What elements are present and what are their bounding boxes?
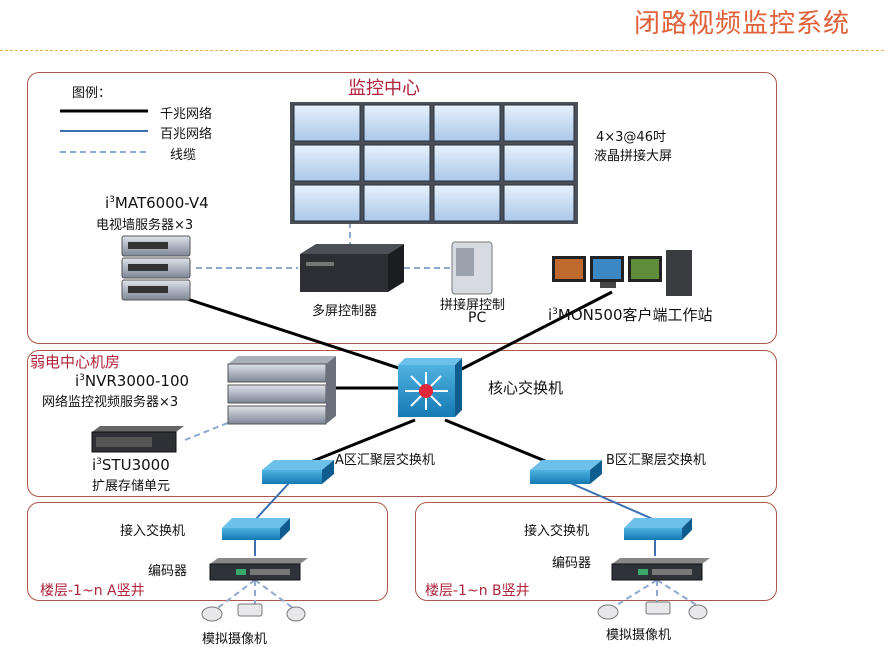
legend-label-100m: 百兆网络 [160,127,213,142]
camera-b-label: 模拟摄像机 [606,628,672,643]
link-agg-b-to-access [567,481,656,521]
cable-encoder-b-cam1 [611,579,658,609]
mon-label: i3MON500客户端工作站 [548,304,713,325]
title-divider [0,50,884,51]
splice-pc-label-2: PC [468,310,487,326]
nvr-rest: NVR3000-100 [84,372,190,390]
mon-sup: 3 [552,307,558,317]
mon-rest: MON500客户端工作站 [557,306,713,324]
zone-label-floor-a: 楼层-1~n A竖井 [40,583,145,599]
access-switch-a-icon [222,518,290,540]
agg-a-label: A区汇聚层交换机 [335,453,435,468]
zone-weak-room [27,350,777,497]
mat-model-rest: MAT6000-V4 [114,194,209,212]
legend-heading: 图例： [72,86,112,101]
access-b-label: 接入交换机 [524,524,590,539]
cable-encoder-a-cam3 [254,579,294,609]
stu-storage-icon [91,426,184,453]
stu-model-label: i3STU3000 [92,456,170,474]
splice-pc-label-1: 拼接屏控制 [440,298,506,313]
zone-label-weak-room: 弱电中心机房 [30,353,121,371]
mat-model-sup: 3 [109,195,115,205]
camera-group-a-icon [201,603,306,622]
link-mon-to-core [449,290,613,377]
mat-model-prefix: i [105,194,110,212]
multi-screen-controller-icon [300,244,404,292]
link-core-to-agg-b [444,418,556,467]
multi-screen-label: 多屏控制器 [312,304,378,319]
nvr-desc-label: 网络监控视频服务器×3 [42,395,179,410]
cable-encoder-a-cam1 [214,579,256,611]
zone-label-monitor-center: 监控中心 [348,78,420,99]
camera-group-b-icon [597,601,708,620]
access-a-label: 接入交换机 [120,524,186,539]
zone-floor-a [27,502,388,601]
link-mat-to-core [174,293,421,377]
link-core-to-agg-a [302,418,416,467]
nvr-model-label: i3NVR3000-100 [75,372,189,390]
nvr-prefix: i [75,372,80,390]
stu-desc-label: 扩展存储单元 [92,479,171,494]
link-agg-a-to-access [254,481,291,521]
videowall-name-label: 液晶拼接大屏 [594,149,673,164]
zone-monitor-center [27,72,777,344]
camera-a-label: 模拟摄像机 [202,632,268,647]
mat-server-icon [121,235,191,301]
agg-switch-a-icon [262,460,334,484]
cable-encoder-b-cam3 [656,579,699,607]
mon-prefix: i [548,306,553,324]
splice-pc-icon [451,241,493,295]
core-switch-icon [398,358,462,417]
mat-model-label: i3MAT6000-V4 [105,194,209,212]
encoder-a-icon [209,558,308,581]
page-title: 闭路视频监控系统 [633,9,850,39]
core-switch-label: 核心交换机 [488,379,564,397]
access-switch-b-icon [624,518,692,540]
mon-workstation-icon [552,250,692,296]
nvr-sup: 3 [79,373,85,383]
agg-switch-b-icon [530,460,602,484]
nvr-server-icon [227,356,336,425]
encoder-b-label: 编码器 [552,556,592,571]
videowall-icon [290,102,578,224]
encoder-b-icon [611,558,710,581]
legend-label-cable: 线缆 [170,148,197,163]
zone-floor-b [415,502,777,601]
zone-label-floor-b: 楼层-1~n B竖井 [425,583,530,599]
stu-sup: 3 [96,457,102,467]
stu-prefix: i [92,456,97,474]
mat-desc-label: 电视墙服务器×3 [96,218,194,233]
videowall-spec-label: 4×3@46吋 [596,130,666,145]
agg-b-label: B区汇聚层交换机 [606,453,706,468]
stu-rest: STU3000 [101,456,170,474]
legend-label-gigabit: 千兆网络 [160,107,213,122]
encoder-a-label: 编码器 [148,564,188,579]
